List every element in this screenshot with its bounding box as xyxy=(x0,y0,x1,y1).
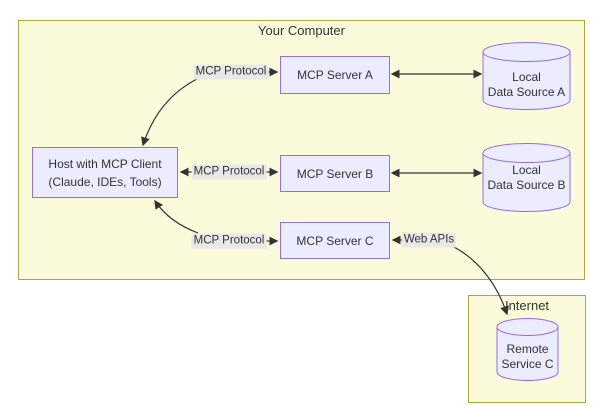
edge-label1-to-host xyxy=(141,78,198,147)
data-source-b-line2: Data Source B xyxy=(487,178,566,192)
edge-label-web-apis: Web APIs xyxy=(401,232,457,248)
node-host-with-mcp-client: Host with MCP Client (Claude, IDEs, Tool… xyxy=(32,147,178,198)
your-computer-label: Your Computer xyxy=(258,23,345,38)
remote-service-c-label: Remote Service C xyxy=(495,342,560,372)
node-mcp-server-c: MCP Server C xyxy=(280,222,390,259)
cylinder-remote-service-c xyxy=(496,318,559,381)
cylinder-data-source-b xyxy=(482,143,571,212)
node-mcp-server-a: MCP Server A xyxy=(280,56,390,94)
server-b-label: MCP Server B xyxy=(296,166,374,181)
data-source-b-label: Local Data Source B xyxy=(483,163,570,193)
server-c-label: MCP Server C xyxy=(296,233,374,248)
edge-label-mcp-protocol-b: MCP Protocol xyxy=(191,164,267,180)
data-source-a-label: Local Data Source A xyxy=(483,70,570,100)
cylinder-data-source-a xyxy=(482,42,571,110)
data-source-a-line1: Local xyxy=(512,70,541,84)
server-a-label: MCP Server A xyxy=(297,68,373,82)
edge-label-mcp-protocol-a: MCP Protocol xyxy=(193,64,269,80)
remote-service-c-line1: Remote xyxy=(506,342,549,356)
edge-label3-to-host xyxy=(154,199,199,234)
data-source-a-line2: Data Source A xyxy=(487,85,566,99)
edge-label-mcp-protocol-c: MCP Protocol xyxy=(191,233,267,249)
remote-service-c-line2: Service C xyxy=(501,357,554,371)
host-label-line1: Host with MCP Client xyxy=(48,156,162,171)
internet-group: Internet xyxy=(468,295,586,403)
host-label-line2: (Claude, IDEs, Tools) xyxy=(48,174,162,189)
internet-label: Internet xyxy=(504,298,550,313)
node-mcp-server-b: MCP Server B xyxy=(280,155,390,192)
edge-webapis-to-remote-service xyxy=(451,245,509,316)
data-source-b-line1: Local xyxy=(512,163,541,177)
